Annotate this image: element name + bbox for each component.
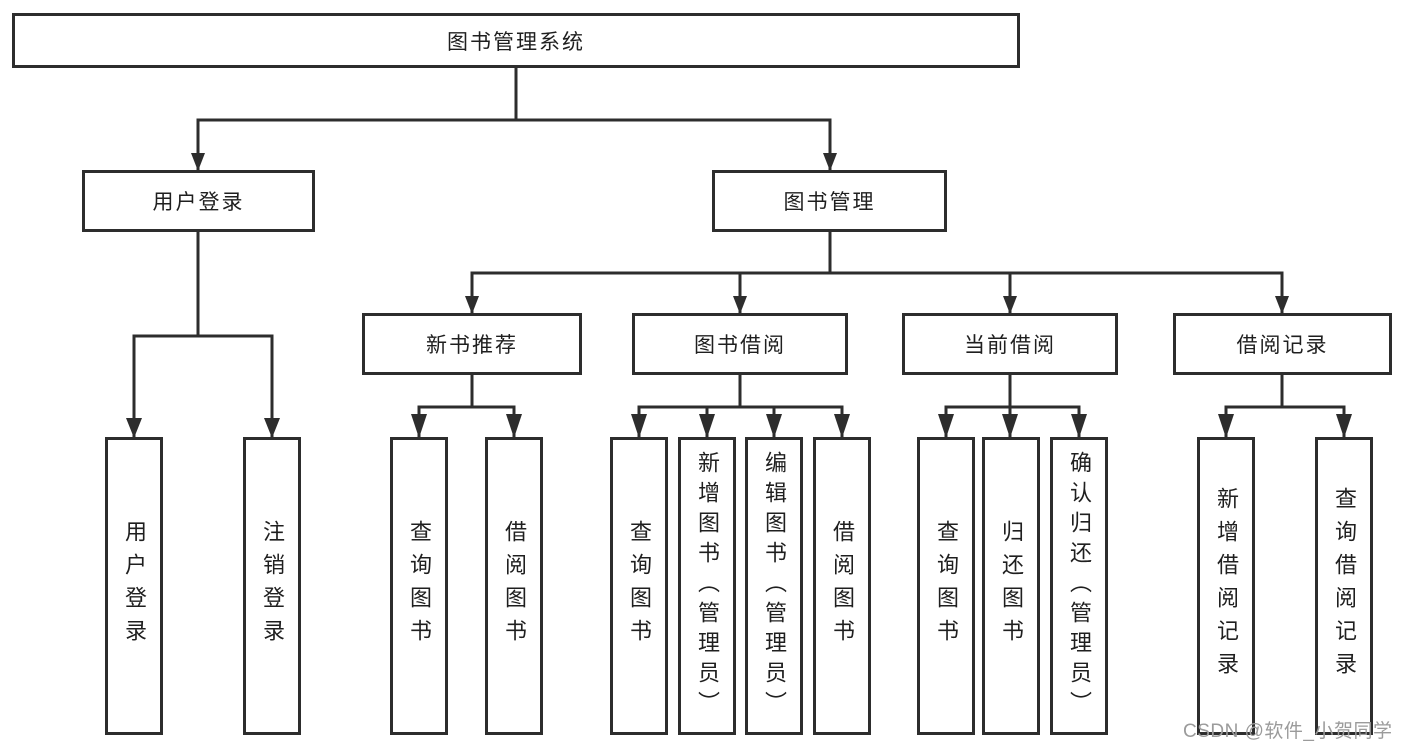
- leaf-query-borrow-record: 查询借阅记录: [1315, 437, 1373, 735]
- leaf-query-books-recommend: 查询图书: [390, 437, 448, 735]
- node-label: 用户登录: [152, 191, 245, 214]
- leaf-label: 查询借阅记录: [1332, 487, 1357, 685]
- watermark: CSDN @软件_小贺同学: [1183, 721, 1393, 742]
- leaf-label: 查询图书: [407, 520, 432, 652]
- leaf-confirm-return-admin: 确认归还（管理员）: [1050, 437, 1108, 735]
- connector-current-borrowing-to-leaves: [944, 375, 1081, 437]
- connector-borrowing-records-to-leaves: [1224, 375, 1346, 437]
- leaf-label: 编辑图书（管理员）: [762, 451, 787, 721]
- connector-user-login-to-leaves: [132, 232, 274, 437]
- leaf-label: 查询图书: [934, 520, 959, 652]
- leaf-return-book: 归还图书: [982, 437, 1040, 735]
- node-label: 新书推荐: [426, 334, 518, 357]
- leaf-label: 查询图书: [627, 520, 652, 652]
- leaf-label: 注销登录: [260, 520, 285, 652]
- node-borrowing-records: 借阅记录: [1173, 313, 1392, 375]
- leaf-query-books-borrowing: 查询图书: [610, 437, 668, 735]
- leaf-add-book-admin: 新增图书（管理员）: [678, 437, 736, 735]
- leaf-logout: 注销登录: [243, 437, 301, 735]
- node-current-borrowing: 当前借阅: [902, 313, 1118, 375]
- connector-new-book-recommend-to-leaves: [417, 375, 516, 437]
- leaf-label: 借阅图书: [830, 520, 855, 652]
- leaf-label: 归还图书: [999, 520, 1024, 652]
- node-book-borrowing: 图书借阅: [632, 313, 848, 375]
- node-label: 图书管理: [783, 191, 876, 214]
- leaf-label: 确认归还（管理员）: [1067, 451, 1092, 721]
- connector-book-borrowing-to-leaves: [637, 375, 844, 437]
- leaf-borrow-books-borrowing: 借阅图书: [813, 437, 871, 735]
- node-library-management-system: 图书管理系统: [12, 13, 1020, 68]
- node-book-management: 图书管理: [712, 170, 947, 232]
- leaf-label: 新增借阅记录: [1214, 487, 1239, 685]
- leaf-user-login: 用户登录: [105, 437, 163, 735]
- leaf-label: 新增图书（管理员）: [695, 451, 720, 721]
- node-label: 当前借阅: [964, 334, 1056, 357]
- node-label: 图书管理系统: [447, 30, 585, 54]
- leaf-query-books-current: 查询图书: [917, 437, 975, 735]
- node-label: 图书借阅: [694, 334, 786, 357]
- leaf-add-borrow-record: 新增借阅记录: [1197, 437, 1255, 735]
- node-label: 借阅记录: [1236, 334, 1329, 357]
- leaf-label: 借阅图书: [502, 520, 527, 652]
- node-new-book-recommend: 新书推荐: [362, 313, 582, 375]
- connector-root-to-level2: [196, 68, 832, 170]
- leaf-label: 用户登录: [122, 520, 147, 652]
- connector-book-management-to-level3: [470, 232, 1284, 313]
- node-user-login: 用户登录: [82, 170, 315, 232]
- leaf-borrow-books-recommend: 借阅图书: [485, 437, 543, 735]
- leaf-edit-book-admin: 编辑图书（管理员）: [745, 437, 803, 735]
